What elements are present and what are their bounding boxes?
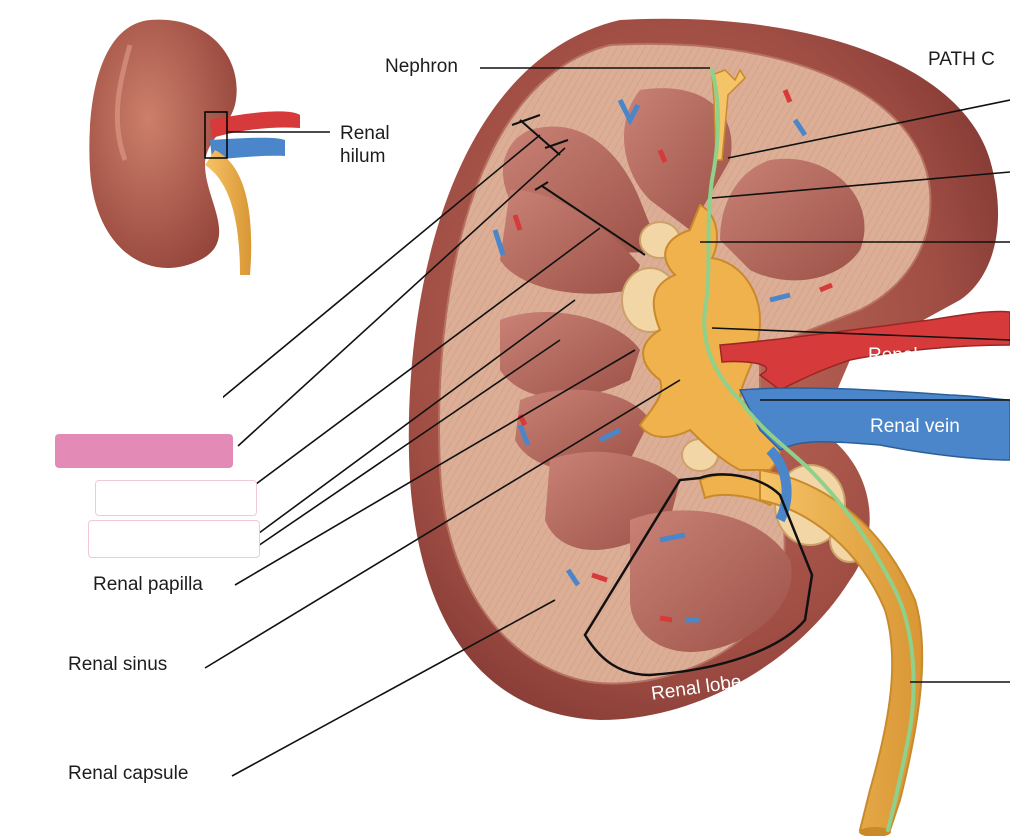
label-renal-capsule: Renal capsule bbox=[68, 764, 188, 785]
label-path: PATH C bbox=[928, 50, 995, 71]
label-renal-sinus: Renal sinus bbox=[68, 655, 167, 676]
label-renal-hilum-line1: Renal bbox=[340, 124, 390, 145]
answer-mask-1[interactable] bbox=[65, 380, 223, 418]
label-renal-artery: Renal artery bbox=[868, 346, 972, 367]
answer-mask-2[interactable] bbox=[55, 434, 233, 468]
label-renal-papilla: Renal papilla bbox=[93, 575, 203, 596]
answer-mask-4[interactable] bbox=[88, 520, 260, 558]
small-kidney bbox=[89, 20, 330, 275]
label-renal-vein: Renal vein bbox=[870, 417, 960, 438]
answer-mask-3[interactable] bbox=[95, 480, 257, 516]
label-nephron: Nephron bbox=[385, 57, 458, 78]
label-renal-hilum-line2: hilum bbox=[340, 147, 385, 168]
